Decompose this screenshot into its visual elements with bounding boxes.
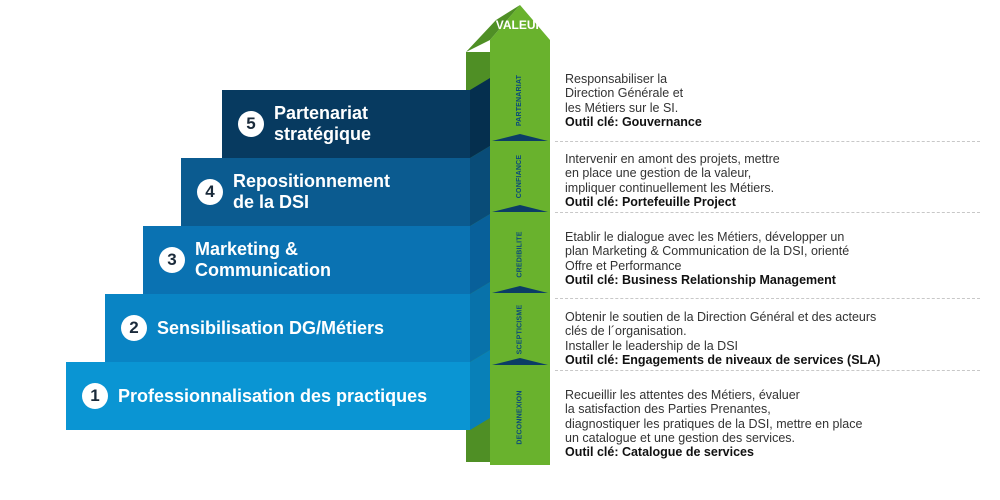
step-number-badge: 2 [121,315,147,341]
description-2: Obtenir le soutien de la Direction Génér… [565,310,881,367]
step-2: 2 Sensibilisation DG/Métiers [105,294,470,362]
step-3: 3 Marketing & Communication [143,226,470,294]
divider [555,212,980,213]
value-column-title: VALEUR [495,18,545,32]
description-1: Recueillir les attentes des Métiers, éva… [565,388,863,460]
step-number-badge: 5 [238,111,264,137]
step-1: 1 Professionnalisation des practiques [66,362,470,430]
column-section-confiance: CONFIANCE [516,154,524,198]
step-4: 4 Repositionnement de la DSI [181,158,470,226]
step-label: Repositionnement de la DSI [233,171,391,212]
step-label: Sensibilisation DG/Métiers [157,317,385,338]
column-section-partenariat: PARTENARIAT [516,74,524,126]
section-divider-arrow [492,205,548,212]
step-label: Partenariat stratégique [274,103,372,144]
key-tool: Outil clé: Engagements de niveaux de ser… [565,352,881,367]
step-label: Marketing & Communication [195,239,332,280]
section-divider-arrow [492,358,548,365]
key-tool: Outil clé: Portefeuille Project [565,194,736,209]
key-tool: Outil clé: Gouvernance [565,114,702,129]
divider [555,298,980,299]
step-number-badge: 1 [82,383,108,409]
column-section-deconnexion: DECONNEXION [516,389,524,445]
step-number-badge: 4 [197,179,223,205]
divider [555,141,980,142]
divider [555,370,980,371]
column-section-credibilite: CREDIBILITE [516,230,524,278]
value-column [490,40,550,465]
step-label: Professionnalisation des practiques [118,385,428,406]
description-3: Etablir le dialogue avec les Métiers, dé… [565,230,850,287]
key-tool: Outil clé: Business Relationship Managem… [565,272,836,287]
section-divider-arrow [492,134,548,141]
step-5: 5 Partenariat stratégique [222,90,470,158]
key-tool: Outil clé: Catalogue de services [565,445,754,460]
section-divider-arrow [492,286,548,293]
column-section-scepticisme: SCEPTICISME [516,304,524,354]
step-number-badge: 3 [159,247,185,273]
